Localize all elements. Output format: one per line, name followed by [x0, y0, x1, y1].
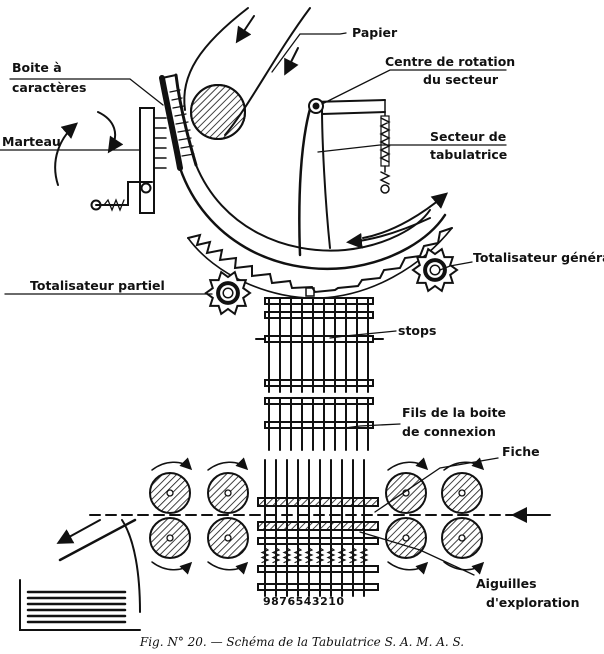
character-box	[159, 73, 198, 171]
feed-rollers	[149, 472, 483, 559]
label-secteur-2: tabulatrice	[430, 147, 507, 162]
label-secteur-1: Secteur de	[430, 129, 506, 144]
output-tray	[19, 518, 141, 631]
label-boite-caracteres-2: caractères	[12, 80, 86, 95]
label-fiche: Fiche	[502, 444, 540, 459]
label-fils-2: de connexion	[402, 424, 496, 439]
needle-digits: 9876543210	[263, 595, 345, 608]
sector-spring	[379, 99, 391, 194]
partial-totalizer-gear	[204, 270, 252, 316]
label-fils-1: Fils de la boite	[402, 405, 506, 420]
figure-caption: Fig. N° 20. — Schéma de la Tabulatrice S…	[139, 635, 464, 649]
label-totalisateur-partiel: Totalisateur partiel	[30, 278, 165, 293]
label-aiguilles-2: d'exploration	[486, 595, 579, 610]
label-boite-caracteres-1: Boite à	[12, 60, 62, 75]
label-stops: stops	[398, 323, 436, 338]
label-centre-rotation-2: du secteur	[423, 72, 499, 87]
label-aiguilles-1: Aiguilles	[476, 576, 537, 591]
label-centre-rotation-1: Centre de rotation	[385, 54, 515, 69]
hammer	[90, 107, 167, 214]
label-marteau: Marteau	[2, 134, 61, 149]
reading-section	[257, 459, 379, 597]
label-papier: Papier	[352, 25, 398, 40]
stops-block	[255, 297, 384, 393]
general-totalizer-gear	[411, 247, 459, 293]
connexion-wires	[264, 397, 374, 451]
label-totalisateur-general: Totalisateur général.	[473, 250, 604, 265]
